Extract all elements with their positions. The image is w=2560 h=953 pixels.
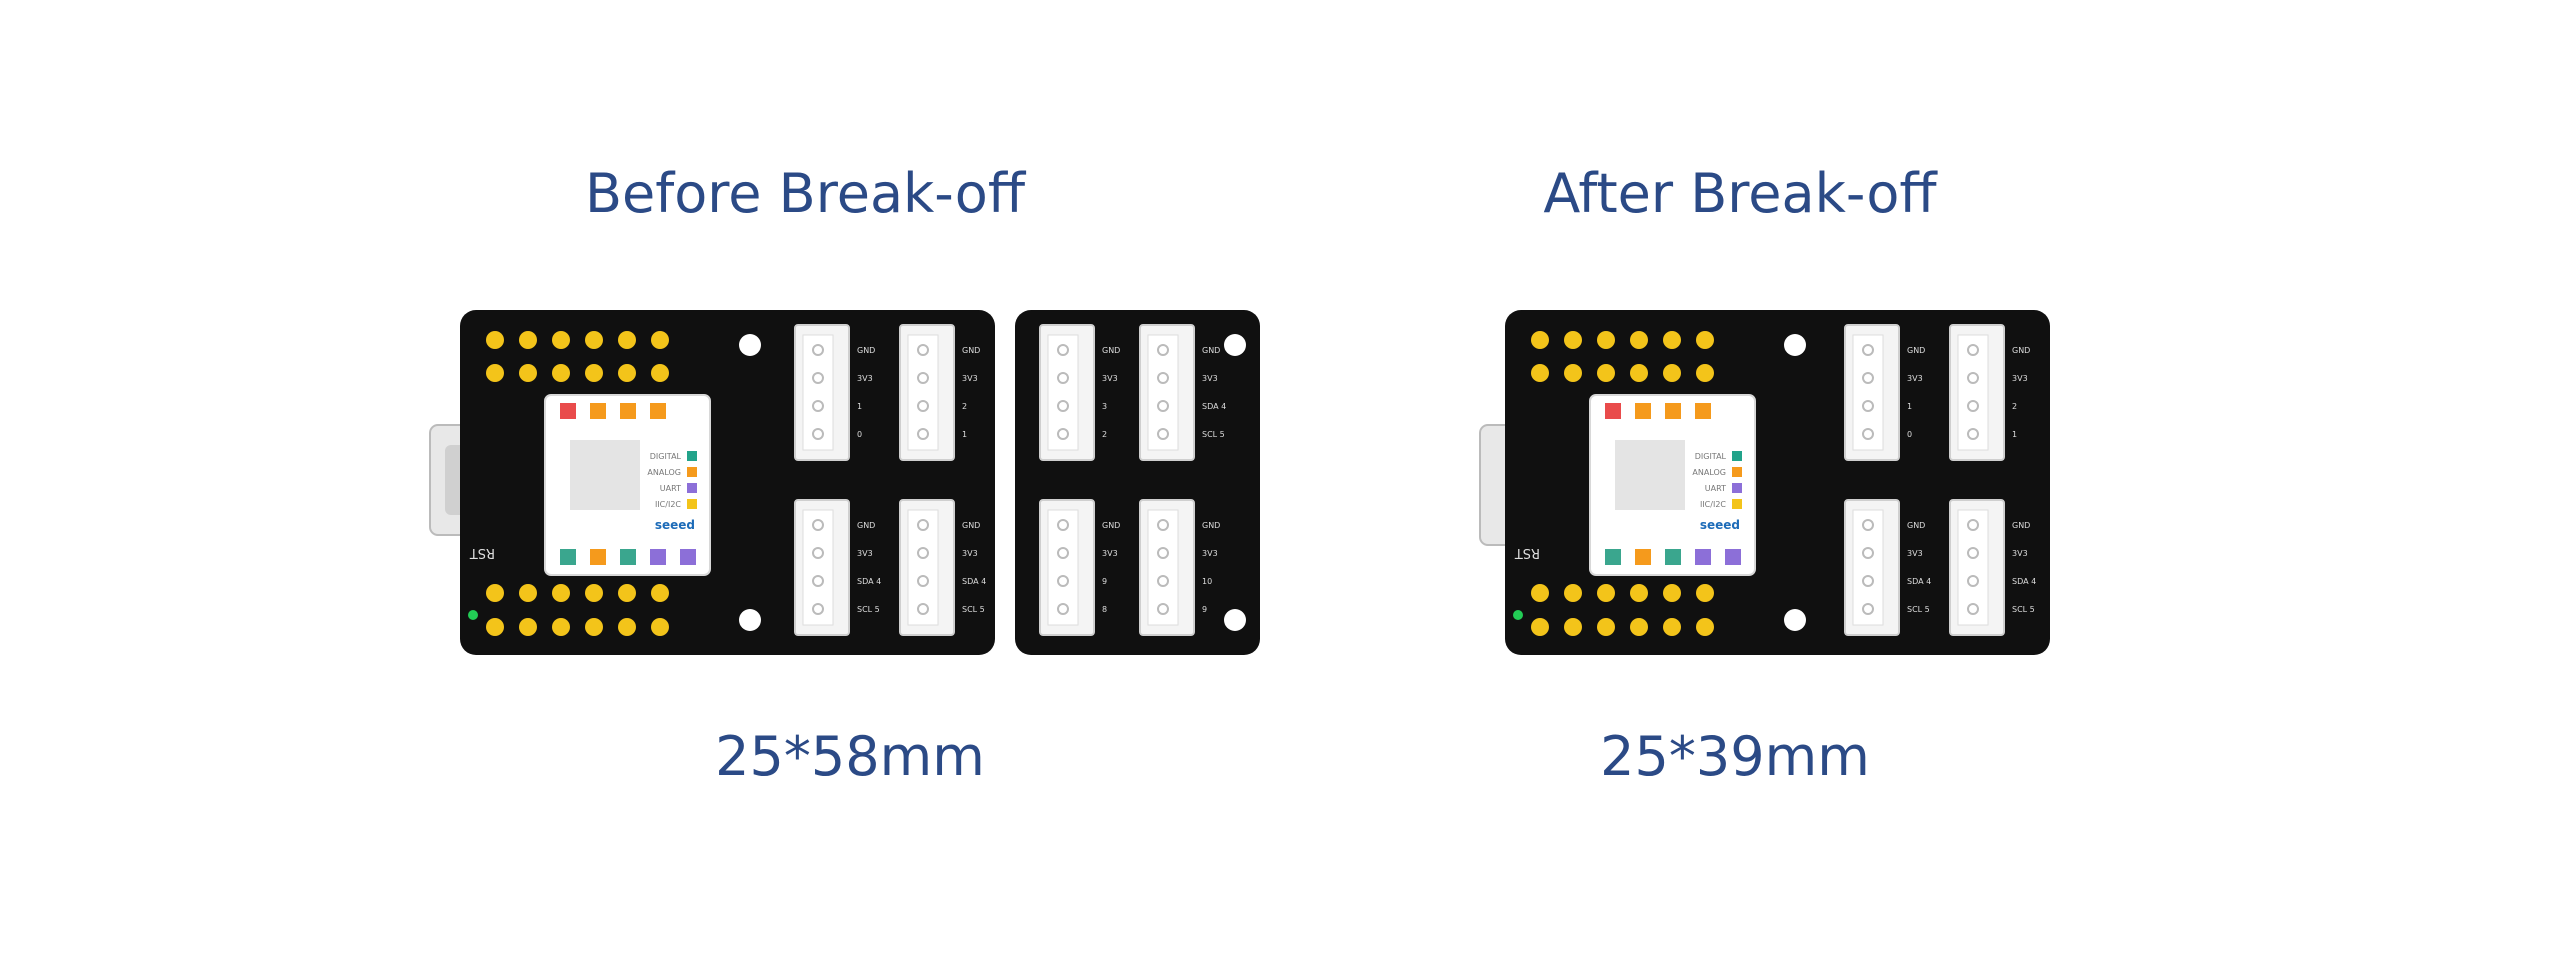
connector-pin-label: 10: [1202, 577, 1212, 586]
connector-pin-label: GND: [1202, 346, 1220, 355]
connector-pin-label: GND: [2012, 346, 2030, 355]
connector-pin-label: SCL 5: [962, 605, 985, 614]
board-image-after: DIGITAL ANALOG UART IIC/I2C seeed RST GN…: [1470, 305, 2070, 679]
connector-pin-label: SDA 4: [962, 577, 986, 586]
connector-pin-label: 0: [857, 430, 862, 439]
connector-pin-label: SCL 5: [2012, 605, 2035, 614]
chip-label-analog: ANALOG: [1692, 468, 1726, 477]
chip-label-iic: IIC/I2C: [655, 500, 681, 509]
panel-dimension-after: 25*39mm: [1600, 725, 1870, 788]
chip-label-iic: IIC/I2C: [1700, 500, 1726, 509]
connector-pin-label: 3V3: [857, 549, 873, 558]
connector-pin-label: SDA 4: [1907, 577, 1931, 586]
panel-title-before: Before Break-off: [584, 162, 1026, 225]
connector-pin-label: GND: [1102, 346, 1120, 355]
connector-pin-label: GND: [1202, 521, 1220, 530]
connector-pin-label: 8: [1102, 605, 1107, 614]
connector-pin-label: 3: [1102, 402, 1107, 411]
chip-label-uart: UART: [660, 484, 681, 493]
connector-pin-label: 3V3: [962, 549, 978, 558]
panel-title-after: After Break-off: [1543, 162, 1937, 225]
chip-label-uart: UART: [1705, 484, 1726, 493]
grove-connector: GND 3V3 10 9: [1139, 499, 1220, 636]
connector-pin-label: SCL 5: [1907, 605, 1930, 614]
connector-pin-label: 3V3: [962, 374, 978, 383]
connector-pin-label: 1: [1907, 402, 1912, 411]
chip-label-digital: DIGITAL: [1695, 452, 1727, 461]
connector-pin-label: 3V3: [1202, 549, 1218, 558]
connector-pin-label: 3V3: [2012, 374, 2028, 383]
connector-pin-label: 3V3: [1907, 374, 1923, 383]
silkscreen-rst: RST: [470, 545, 495, 560]
grove-connector: GND 3V3 3 2: [1039, 324, 1120, 461]
connector-pin-label: 3V3: [2012, 549, 2028, 558]
connector-pin-label: GND: [1907, 521, 1925, 530]
connector-pin-label: 1: [857, 402, 862, 411]
brand-logo-text: seeed: [1700, 518, 1740, 532]
connector-pin-label: 2: [2012, 402, 2017, 411]
connector-pin-label: 3V3: [1102, 549, 1118, 558]
chip-label-analog: ANALOG: [647, 468, 681, 477]
connector-pin-label: GND: [857, 346, 875, 355]
connector-pin-label: GND: [857, 521, 875, 530]
grove-connector: GND 3V3 1 0: [1844, 324, 1925, 461]
connector-pin-label: 0: [1907, 430, 1912, 439]
connector-pin-label: SDA 4: [1202, 402, 1226, 411]
connector-pin-label: SDA 4: [2012, 577, 2036, 586]
connector-pin-label: GND: [1102, 521, 1120, 530]
chip-label-digital: DIGITAL: [650, 452, 682, 461]
grove-connector: GND 3V3 2 1: [1949, 324, 2030, 461]
connector-pin-label: GND: [2012, 521, 2030, 530]
connector-pin-label: 9: [1102, 577, 1107, 586]
connector-pin-label: 3V3: [1907, 549, 1923, 558]
brand-logo-text: seeed: [655, 518, 695, 532]
connector-pin-label: GND: [962, 521, 980, 530]
connector-pin-label: 3V3: [857, 374, 873, 383]
connector-pin-label: 3V3: [1102, 374, 1118, 383]
connector-pin-label: SCL 5: [1202, 430, 1225, 439]
grove-connector: GND 3V3 2 1: [899, 324, 980, 461]
grove-connector: GND 3V3 1 0: [794, 324, 875, 461]
connector-pin-label: 2: [962, 402, 967, 411]
connector-pin-label: GND: [1907, 346, 1925, 355]
connector-pin-label: 9: [1202, 605, 1207, 614]
connector-pin-label: 1: [962, 430, 967, 439]
connector-pin-label: SCL 5: [857, 605, 880, 614]
connector-pin-label: 1: [2012, 430, 2017, 439]
grove-connector: GND 3V3 9 8: [1039, 499, 1120, 636]
board-image-before: DIGITAL ANALOG UART IIC/I2C seeed RST GN…: [425, 305, 1295, 679]
panel-dimension-before: 25*58mm: [715, 725, 985, 788]
connector-pin-label: SDA 4: [857, 577, 881, 586]
connector-pin-label: 2: [1102, 430, 1107, 439]
connector-pin-label: GND: [962, 346, 980, 355]
silkscreen-rst: RST: [1515, 545, 1540, 560]
connector-pin-label: 3V3: [1202, 374, 1218, 383]
